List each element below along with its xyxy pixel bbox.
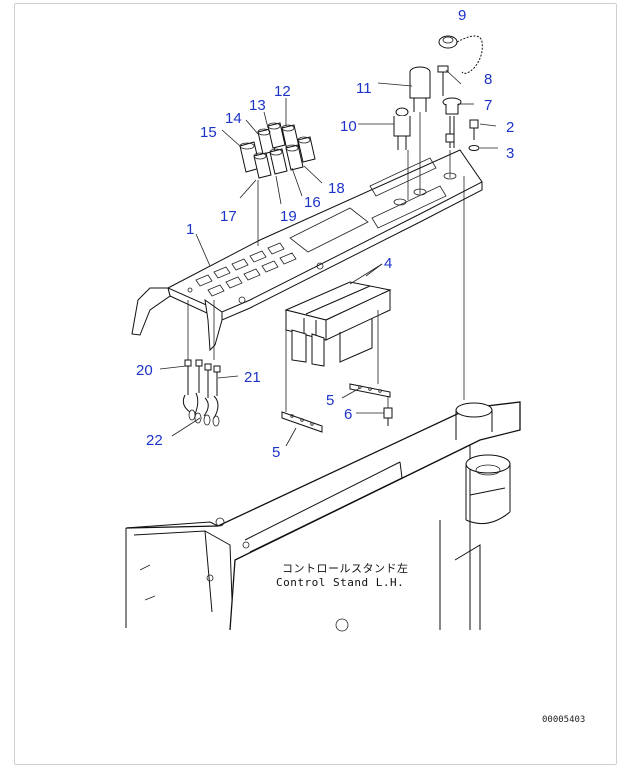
callout-18: 18 [328, 180, 345, 197]
callout-10: 10 [340, 118, 357, 135]
caption-english: Control Stand L.H. [276, 576, 404, 589]
callout-labels: 9 8 11 7 10 2 3 12 13 14 15 16 17 18 19 … [136, 7, 514, 461]
part-3-washer [468, 145, 480, 151]
part-7-lamp [442, 97, 462, 148]
callout-6: 6 [344, 406, 352, 423]
part-11-switch [409, 66, 431, 112]
part-1-panel-bracket [131, 149, 483, 352]
callout-20: 20 [136, 362, 153, 379]
switch-cluster [239, 122, 316, 179]
leader-lines [159, 69, 498, 447]
callout-12: 12 [274, 83, 291, 100]
center-lines [187, 112, 465, 412]
part-9-cap-chain [438, 35, 483, 74]
caption-japanese: コントロールスタンド左 [282, 562, 409, 575]
callout-13: 13 [249, 97, 266, 114]
callout-11: 11 [356, 80, 372, 97]
part-5-plates [281, 383, 391, 433]
part-6-bolt [383, 407, 393, 426]
part-8-screw [437, 65, 449, 96]
part-20-22-harness [182, 359, 221, 427]
callout-9: 9 [458, 7, 466, 24]
drawing-number: 00005403 [542, 715, 585, 725]
drawing-frame [14, 3, 617, 765]
callout-21: 21 [244, 369, 261, 386]
part-10-switch [393, 107, 411, 150]
callout-14: 14 [225, 110, 242, 127]
callout-7: 7 [484, 97, 492, 114]
callout-4: 4 [384, 255, 392, 272]
callout-5-upper: 5 [326, 392, 334, 409]
part-2-bolt [469, 119, 479, 140]
callout-3: 3 [506, 145, 514, 162]
callout-8: 8 [484, 71, 492, 88]
callout-5-lower: 5 [272, 444, 280, 461]
callout-17: 17 [220, 208, 237, 225]
callout-15: 15 [200, 124, 217, 141]
callout-22: 22 [146, 432, 163, 449]
part-4-relay-boxes [284, 281, 392, 367]
callout-1: 1 [186, 221, 194, 238]
callout-2: 2 [506, 119, 514, 136]
control-stand-frame [125, 401, 521, 632]
callout-16: 16 [304, 194, 321, 211]
callout-19: 19 [280, 208, 297, 225]
